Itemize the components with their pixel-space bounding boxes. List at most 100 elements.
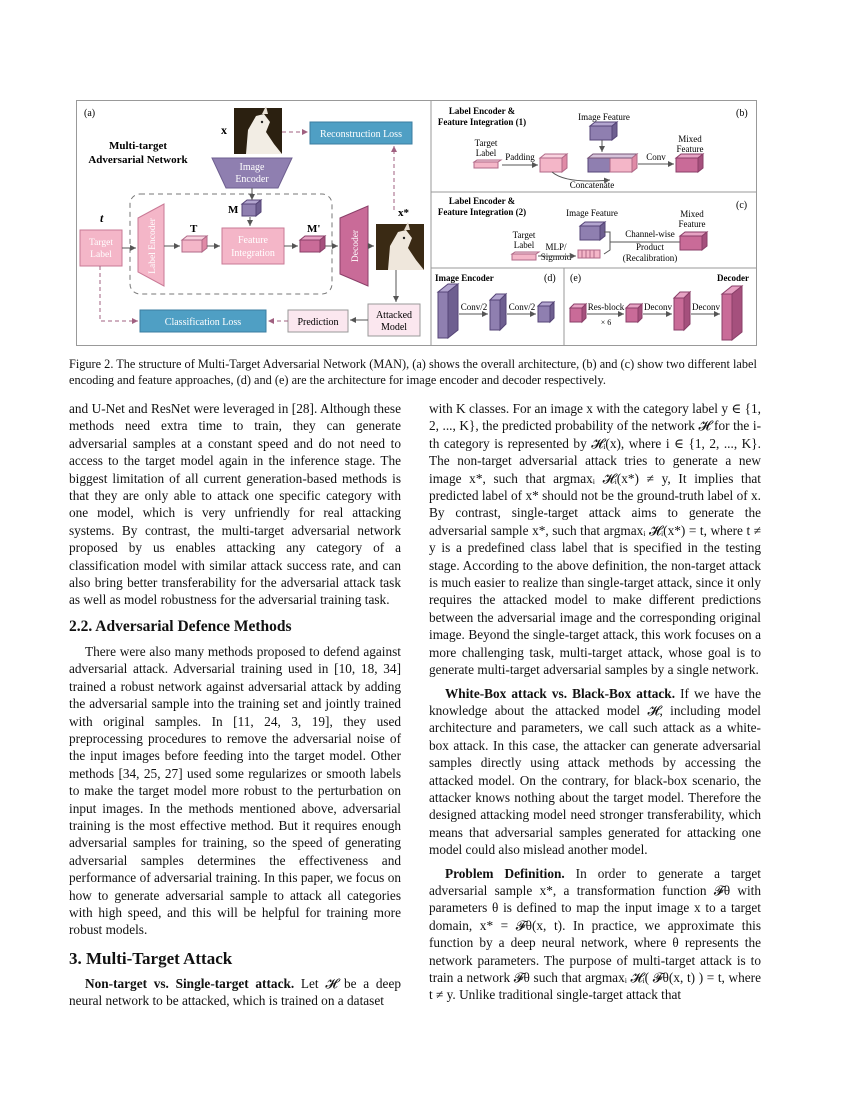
target-label-text-2: Label — [90, 250, 112, 260]
panel-e-mid-slab — [672, 290, 692, 332]
M-feature-cube — [240, 198, 263, 218]
runin-white-black-box: White-Box attack vs. Black-Box attack. — [445, 685, 676, 701]
left-column: and U-Net and ResNet were leveraged in [… — [69, 400, 401, 1010]
panel-c-label: (c) — [736, 200, 747, 211]
panel-b-concatenate: Concatenate — [570, 180, 614, 190]
right-paragraph-2-text: If we have the knowledge about the attac… — [429, 685, 761, 858]
panel-e-label: (e) — [570, 273, 581, 284]
panel-d-label: (d) — [544, 273, 556, 284]
right-paragraph-1: with K classes. For an image x with the … — [429, 401, 761, 678]
figure-frame — [76, 100, 757, 346]
panel-c-image-feature-cube — [578, 220, 607, 242]
reconstruction-loss-text: Reconstruction Loss — [320, 129, 402, 140]
panel-e-deconv1: Deconv — [644, 302, 672, 312]
figure-man-architecture: (a) Multi-target Adversarial Network x R… — [76, 100, 757, 346]
panel-c-label-vector — [510, 251, 541, 261]
label-encoder-block — [137, 203, 165, 287]
right-paragraph-2: White-Box attack vs. Black-Box attack. I… — [429, 685, 761, 859]
panel-c-channel-3: (Recalibration) — [623, 253, 677, 263]
panel-b-target-1: Target — [475, 138, 498, 148]
panel-b-title-2: Feature Integration (1) — [438, 117, 526, 127]
right-paragraph-3: Problem Definition. In order to generate… — [429, 865, 761, 1004]
left-paragraph-1: and U-Net and ResNet were leveraged in [… — [69, 401, 401, 608]
T-label: T — [190, 223, 198, 235]
panel-b-label-vector — [472, 159, 503, 169]
panel-a-title-1: Multi-target — [109, 140, 167, 152]
target-label-text-1: Target — [89, 238, 113, 248]
panel-e-resblock: Res-block — [588, 302, 625, 312]
left-paragraph-3: Non-target vs. Single-target attack. Let… — [69, 975, 401, 1010]
attacked-model-box — [367, 303, 421, 337]
panel-e-input-slab — [568, 302, 588, 324]
panel-b-mixed-cube — [674, 152, 705, 174]
left-paragraph-2: There were also many methods proposed to… — [69, 643, 401, 938]
panel-c-channel-2: Product — [636, 242, 664, 252]
T-feature-cube — [180, 234, 209, 254]
panel-b-concat-cube — [586, 152, 639, 174]
M-prime-feature-cube — [298, 234, 327, 254]
panel-b-mixed-1: Mixed — [678, 134, 702, 144]
feature-integration-text-2: Integration — [231, 248, 275, 259]
reconstruction-loss-box — [309, 121, 413, 145]
M-prime-label: M' — [307, 223, 320, 235]
panel-d-conv1: Conv/2 — [461, 302, 488, 312]
t-label: t — [100, 211, 104, 225]
panel-b-mixed-2: Feature — [677, 144, 704, 154]
panel-c-mlp-1: MLP/ — [545, 242, 567, 252]
target-label-box — [79, 229, 123, 267]
panel-d-mid-slab — [488, 292, 508, 332]
panel-a-title-2: Adversarial Network — [88, 154, 188, 166]
image-encoder-text-1: Image — [240, 162, 266, 173]
left-paragraph-3-text: Let 𝓗 be a deep neural network to be att… — [69, 975, 401, 1009]
panel-e-title: Decoder — [717, 273, 749, 283]
right-paragraph-3-text: In order to generate a target adversaria… — [429, 865, 761, 1003]
panel-e-res-slab — [624, 302, 644, 324]
panel-c-mixed-1: Mixed — [680, 209, 704, 219]
panel-c-channel-1: Channel-wise — [625, 229, 675, 239]
panel-c-target-2: Label — [514, 240, 535, 250]
prediction-text: Prediction — [297, 317, 338, 328]
panel-d-out-slab — [536, 300, 556, 324]
panel-c-mixed-cube — [678, 230, 709, 252]
input-x-label: x — [221, 123, 227, 137]
decoder-block — [339, 205, 369, 287]
feature-integration-box — [221, 227, 285, 265]
panel-b-image-feature-cube — [588, 120, 619, 142]
classification-loss-box — [139, 309, 267, 333]
figure-svg: (a) Multi-target Adversarial Network x R… — [76, 100, 757, 346]
panel-c-title-1: Label Encoder & — [449, 196, 516, 206]
panel-b-label: (b) — [736, 108, 748, 119]
image-encoder-block — [211, 157, 293, 189]
panel-d-title: Image Encoder — [435, 273, 494, 283]
attacked-model-text-1: Attacked — [376, 310, 412, 321]
decoder-text: Decoder — [351, 229, 361, 262]
panel-b-padding: Padding — [505, 152, 535, 162]
x-star-label: x* — [398, 207, 410, 219]
runin-problem-definition: Problem Definition. — [445, 865, 565, 881]
panel-e-times6: × 6 — [601, 318, 612, 327]
panel-b-title-1: Label Encoder & — [449, 106, 516, 116]
panel-d-conv2: Conv/2 — [509, 302, 536, 312]
panel-b-target-2: Label — [476, 148, 497, 158]
panel-e-deconv2: Deconv — [692, 302, 720, 312]
panel-b-image-feature: Image Feature — [578, 112, 630, 122]
panel-b-padded-cube — [538, 152, 569, 174]
image-encoder-text-2: Encoder — [235, 174, 269, 185]
panel-c-image-feature: Image Feature — [566, 208, 618, 218]
panel-c-title-2: Feature Integration (2) — [438, 207, 526, 217]
feature-integration-text-1: Feature — [238, 235, 269, 246]
classification-loss-text: Classification Loss — [165, 317, 241, 328]
section-heading-adversarial-defence: 2.2. Adversarial Defence Methods — [69, 617, 292, 635]
runin-non-target: Non-target vs. Single-target attack. — [85, 975, 295, 991]
attacked-model-text-2: Model — [381, 322, 407, 333]
panel-c-mixed-2: Feature — [679, 219, 706, 229]
M-label: M — [228, 204, 239, 216]
figure-caption: Figure 2. The structure of Multi-Target … — [69, 357, 757, 387]
panel-c-target-1: Target — [513, 230, 536, 240]
panel-e-out-slab — [720, 284, 744, 342]
label-encoder-text: Label Encoder — [148, 217, 158, 273]
right-column: with K classes. For an image x with the … — [429, 400, 761, 1004]
panel-a-label: (a) — [84, 108, 95, 119]
panel-c-weights-vector — [577, 249, 601, 259]
